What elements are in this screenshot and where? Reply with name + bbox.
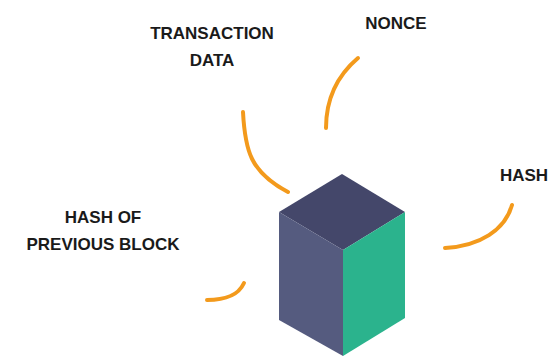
leader-line (207, 283, 244, 300)
cube-left (279, 212, 343, 356)
callout-label: TRANSACTION DATA (142, 20, 282, 74)
leader-line (243, 112, 288, 192)
callout-label: NONCE (356, 10, 436, 37)
leader-line (445, 205, 512, 248)
cube-right (343, 212, 405, 356)
block-cube (279, 174, 405, 356)
callout-label: HASH (494, 162, 554, 189)
leader-line (326, 58, 358, 128)
callout-label: HASH OF PREVIOUS BLOCK (23, 204, 183, 258)
